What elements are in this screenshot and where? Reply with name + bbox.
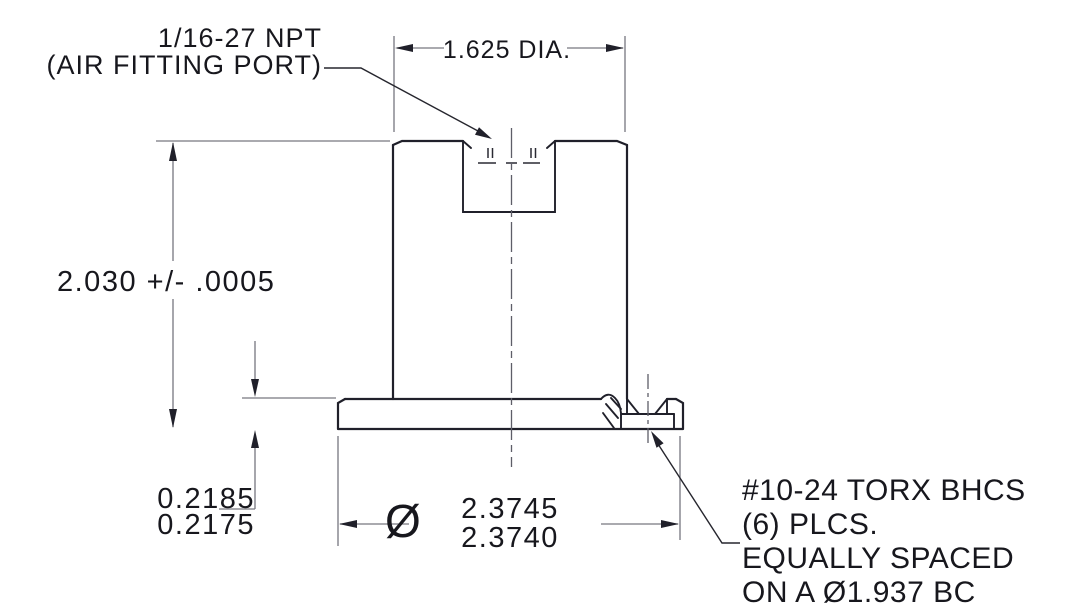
height-label: 2.030 +/- .0005 [57,266,275,298]
counterbore-cap [626,398,668,415]
arrowhead-right [606,44,624,52]
flange-thickness-upper: 0.2185 [157,483,255,515]
centerlines [510,128,649,467]
lower-arrow-shaft [219,447,256,510]
callout-screw-note: #10-24 TORX BHCS (6) PLCS. EQUALLY SPACE… [651,431,1026,609]
leader-line [324,67,479,132]
flange-outline [336,397,685,431]
arrowhead-down [251,379,259,397]
arrowhead-down [169,409,177,428]
arrowhead-up [169,142,177,161]
base-diameter-lower: 2.3740 [461,522,559,554]
screw-note-line4: ON A Ø1.937 BC [742,576,976,609]
screw-note-line3: EQUALLY SPACED [742,542,1014,575]
arrowhead-right [661,520,679,528]
counterbore-hole [600,393,675,430]
leader-line [657,443,740,544]
arrowhead-left [395,44,413,52]
counterbore-lower [620,413,675,430]
screw-note-line1: #10-24 TORX BHCS [742,474,1026,507]
dim-top-diameter: 1.625 DIA. [393,36,626,132]
dim-height: 2.030 +/- .0005 [57,140,390,428]
callout-npt-port: 1/16-27 NPT (AIR FITTING PORT) [47,23,492,139]
arrowhead-up [251,430,259,448]
extension-lines [337,436,681,546]
extension-lines [393,36,626,132]
base-diameter-symbol: Ø [385,495,421,547]
screw-note-line2: (6) PLCS. [742,508,878,541]
counterbore-blend-hatch [602,397,622,429]
cylinder-top-edge [391,139,629,147]
dim-base-diameter: Ø 2.3745 2.3740 [337,436,681,554]
npt-note-line1: 1/16-27 NPT [158,23,322,53]
leader-arrowhead [651,431,664,448]
base-diameter-upper: 2.3745 [461,493,559,525]
arrowhead-left [339,520,357,528]
flange-thickness-lower: 0.2175 [157,509,255,541]
port-pocket [462,140,556,213]
port-thread-hidden-lines [478,148,540,164]
top-diameter-label: 1.625 DIA. [443,36,571,64]
part-outline [336,139,685,431]
dim-flange-thickness: 0.2185 0.2175 [157,341,336,541]
leader-arrowhead [475,127,492,139]
npt-note-line2: (AIR FITTING PORT) [47,50,323,80]
